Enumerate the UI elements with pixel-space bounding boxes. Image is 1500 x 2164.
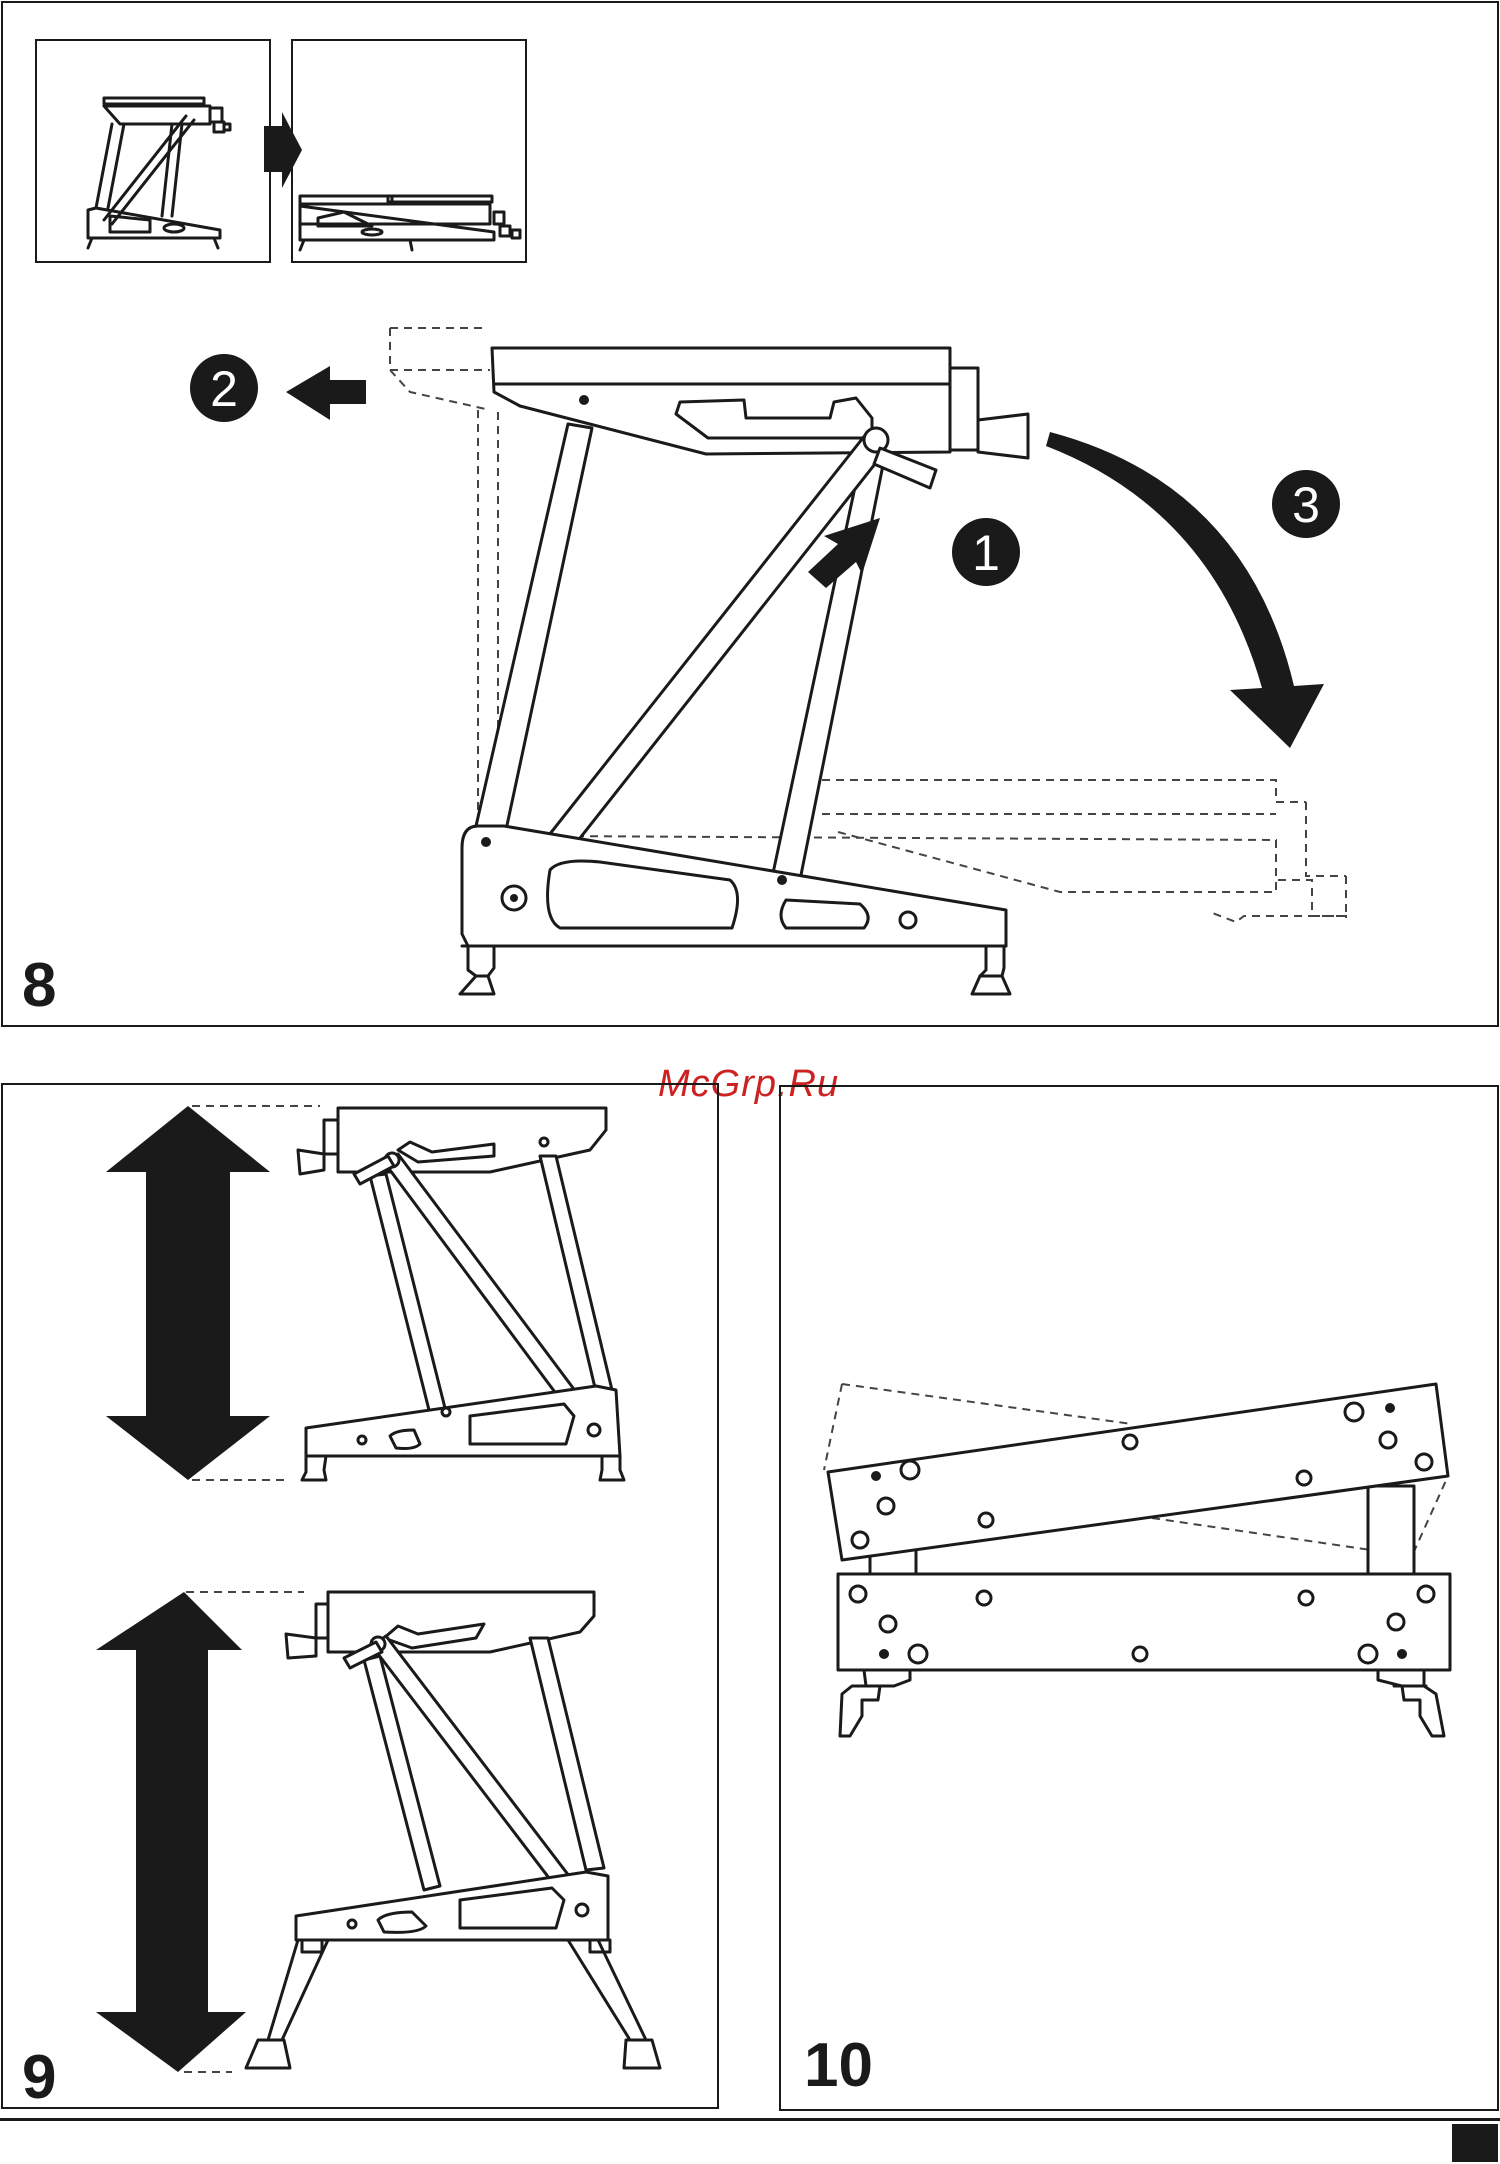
callout-3-label: 3 [1292,477,1320,533]
fixed-worktop [838,1574,1450,1670]
step-9-number: 9 [22,2043,56,2112]
bench-low-position [298,1108,624,1480]
step-10-panel: 10 [780,1086,1498,2110]
bench-high-position [246,1592,660,2068]
page-corner-marker [1452,2124,1498,2162]
tilted-worktop [828,1384,1448,1560]
bench-feet [840,1670,1444,1736]
step-9-panel: 9 [2,1084,718,2112]
step-8-number: 8 [22,951,56,1020]
callout-badge-1: 1 [952,518,1020,586]
callout-1-label: 1 [972,525,1000,581]
callout-badge-3: 3 [1272,470,1340,538]
workbench-base [460,826,1010,994]
step-10-number: 10 [804,2031,873,2100]
inset-before [36,40,270,262]
double-vertical-arrow-icon [106,1106,270,1480]
page-footer [0,2118,1500,2162]
callout-2-label: 2 [210,361,238,417]
callout-badge-2: 2 [190,354,258,422]
curved-arrow-down-icon [1046,432,1324,748]
inset-after [292,40,526,262]
step-8-panel: 2 1 3 8 [2,2,1498,1026]
double-vertical-arrow-icon [96,1592,246,2072]
arrow-left-icon [286,366,366,420]
